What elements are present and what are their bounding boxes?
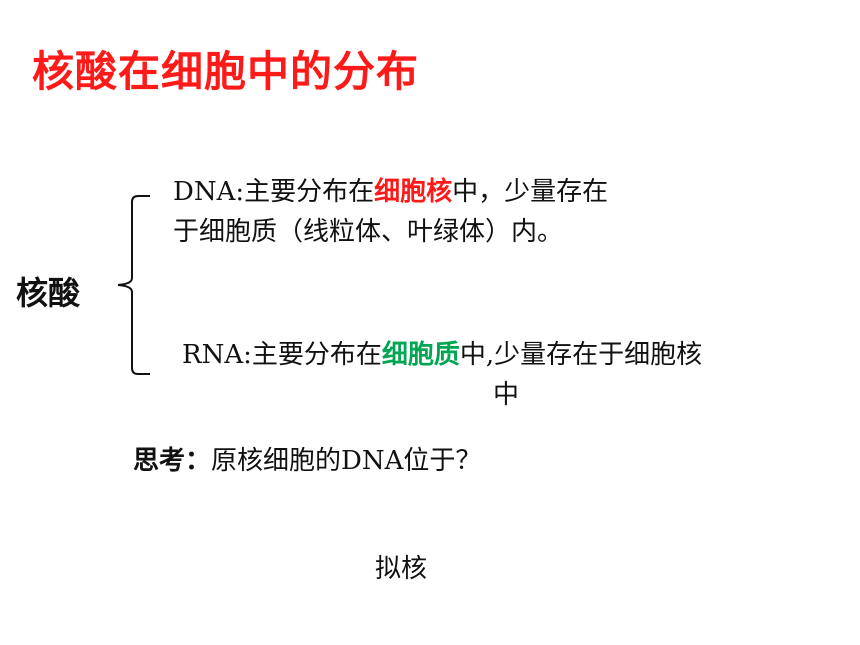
dna-suffix: 中，少量存在 (452, 177, 609, 207)
slide-title: 核酸在细胞中的分布 (32, 47, 420, 96)
answer-text: 拟核 (375, 554, 428, 584)
question-label: 思考： (133, 446, 212, 476)
rna-line-1: RNA:主要分布在细胞质中,少量存在于细胞核 (182, 338, 702, 372)
question-text: 原核细胞的DNA位于？ (211, 446, 482, 476)
dna-prefix: DNA:主要分布在 (173, 177, 375, 207)
rna-suffix: 中,少量存在于细胞核 (459, 340, 703, 370)
question: 思考：原核细胞的DNA位于？ (133, 444, 481, 478)
root-label-nucleic-acid: 核酸 (16, 274, 81, 312)
dna-line-1: DNA:主要分布在细胞核中，少量存在 (173, 175, 608, 209)
rna-highlight-cytoplasm: 细胞质 (381, 340, 460, 370)
left-brace-icon (117, 195, 150, 375)
dna-highlight-nucleus: 细胞核 (374, 177, 453, 207)
dna-line-2: 于细胞质（线粒体、叶绿体）内。 (173, 217, 564, 247)
rna-prefix: RNA:主要分布在 (182, 340, 382, 370)
rna-line-2: 中 (493, 380, 520, 410)
